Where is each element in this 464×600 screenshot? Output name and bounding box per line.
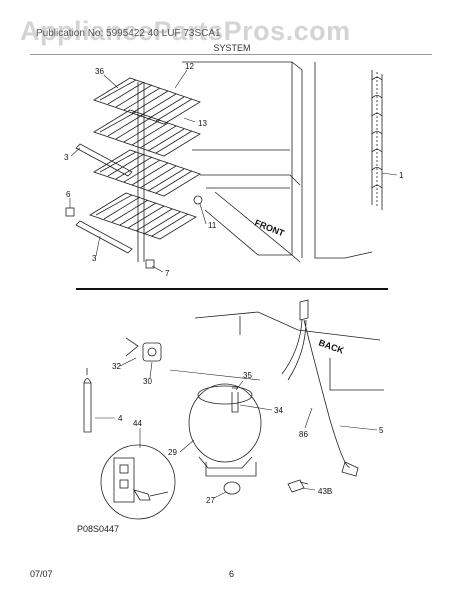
- callout-3b: 3: [92, 254, 97, 263]
- page-number: 6: [229, 569, 235, 579]
- cabinet-outline: [182, 61, 373, 263]
- capacitor-27: [223, 481, 241, 495]
- cabinet-base: [194, 311, 384, 391]
- shelf-support-11: [193, 195, 203, 205]
- wiring-box-44: [100, 444, 176, 520]
- front-label: FRONT: [253, 218, 286, 239]
- callout-4: 4: [118, 414, 123, 423]
- compressor-29: [188, 383, 262, 477]
- section-divider: [76, 288, 388, 290]
- callout-34: 34: [274, 406, 283, 415]
- back-label: BACK: [317, 337, 345, 355]
- evaporator-coil: [371, 70, 383, 210]
- header-rule: [30, 54, 432, 55]
- watermark: AppliancePartsPros.com: [20, 16, 351, 46]
- callout-36: 36: [95, 67, 104, 76]
- wire-shelves: [75, 77, 201, 262]
- callout-1: 1: [399, 171, 404, 180]
- model-header: Publication No: 5995422 40 LUF 73SCA1: [36, 28, 221, 39]
- power-cord-5: [281, 299, 359, 477]
- top-leaders: [69, 69, 398, 273]
- callout-32: 32: [112, 362, 121, 371]
- bottom-leaders: [95, 357, 378, 499]
- callout-13: 13: [198, 119, 207, 128]
- shelf-clip-6: [65, 207, 75, 217]
- relay-30: [125, 337, 162, 362]
- callout-6: 6: [66, 190, 71, 199]
- callout-44: 44: [133, 419, 142, 428]
- callout-43b: 43B: [318, 487, 332, 496]
- callout-29: 29: [168, 448, 177, 457]
- callout-35: 35: [243, 371, 252, 380]
- overload-43b: [287, 479, 309, 493]
- callout-7: 7: [165, 269, 170, 278]
- section-title: SYSTEM: [213, 43, 251, 53]
- callout-86: 86: [299, 430, 308, 439]
- callout-27: 27: [206, 496, 215, 505]
- callout-12: 12: [185, 62, 194, 71]
- drier-4: [83, 368, 92, 433]
- shelf-clip-7: [145, 259, 155, 269]
- callout-5: 5: [379, 426, 384, 435]
- callout-11: 11: [208, 221, 217, 230]
- figure-code: P08S0447: [77, 524, 120, 534]
- callout-3a: 3: [64, 153, 69, 162]
- footer-date: 07/07: [30, 569, 53, 579]
- callout-30: 30: [143, 377, 152, 386]
- bottom-callout-labels: 32 30 35 4 34 44 86 5 29 27 43B BACK: [112, 337, 384, 505]
